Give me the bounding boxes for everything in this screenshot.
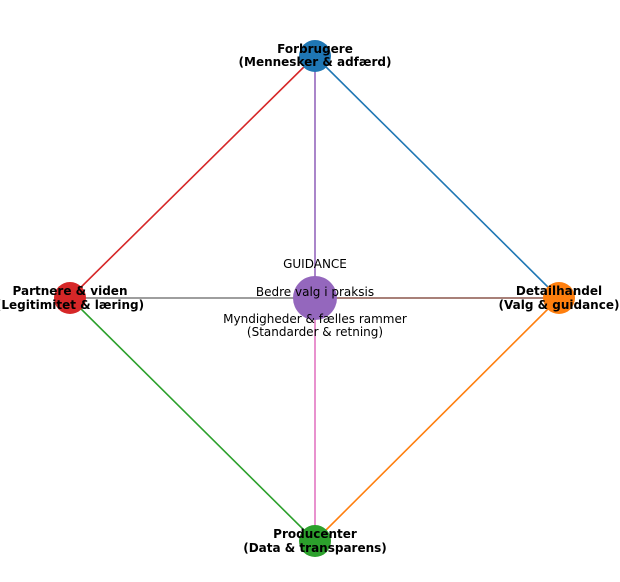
center-sub1: Myndigheder & fælles rammer bbox=[223, 312, 407, 326]
center-line1: Bedre valg i praksis bbox=[256, 285, 374, 299]
edges bbox=[69, 55, 560, 542]
node-left[interactable] bbox=[54, 282, 86, 314]
nodes bbox=[54, 40, 575, 557]
node-right-subtitle: (Valg & guidance) bbox=[499, 298, 620, 312]
node-left-subtitle: (Legitimitet & læring) bbox=[0, 298, 144, 312]
node-bottom-subtitle: (Data & transparens) bbox=[243, 541, 387, 555]
node-bottom[interactable] bbox=[299, 525, 331, 557]
center-sub2: (Standarder & retning) bbox=[247, 325, 383, 339]
labels: GUIDANCE Bedre valg i praksis Myndighede… bbox=[0, 42, 619, 555]
node-left-title: Partnere & viden bbox=[13, 284, 128, 298]
center-title: GUIDANCE bbox=[283, 257, 347, 271]
edge-left-top bbox=[69, 55, 316, 299]
node-right[interactable] bbox=[543, 282, 575, 314]
node-right-title: Detailhandel bbox=[516, 284, 602, 298]
node-top[interactable] bbox=[299, 40, 331, 72]
node-bottom-title: Producenter bbox=[273, 527, 357, 541]
edge-top-right bbox=[314, 55, 560, 299]
edge-bottom-left bbox=[69, 297, 316, 542]
node-center[interactable] bbox=[293, 276, 337, 320]
edge-right-bottom bbox=[314, 297, 560, 542]
node-top-title: Forbrugere bbox=[277, 42, 353, 56]
node-top-subtitle: (Mennesker & adfærd) bbox=[239, 55, 392, 69]
